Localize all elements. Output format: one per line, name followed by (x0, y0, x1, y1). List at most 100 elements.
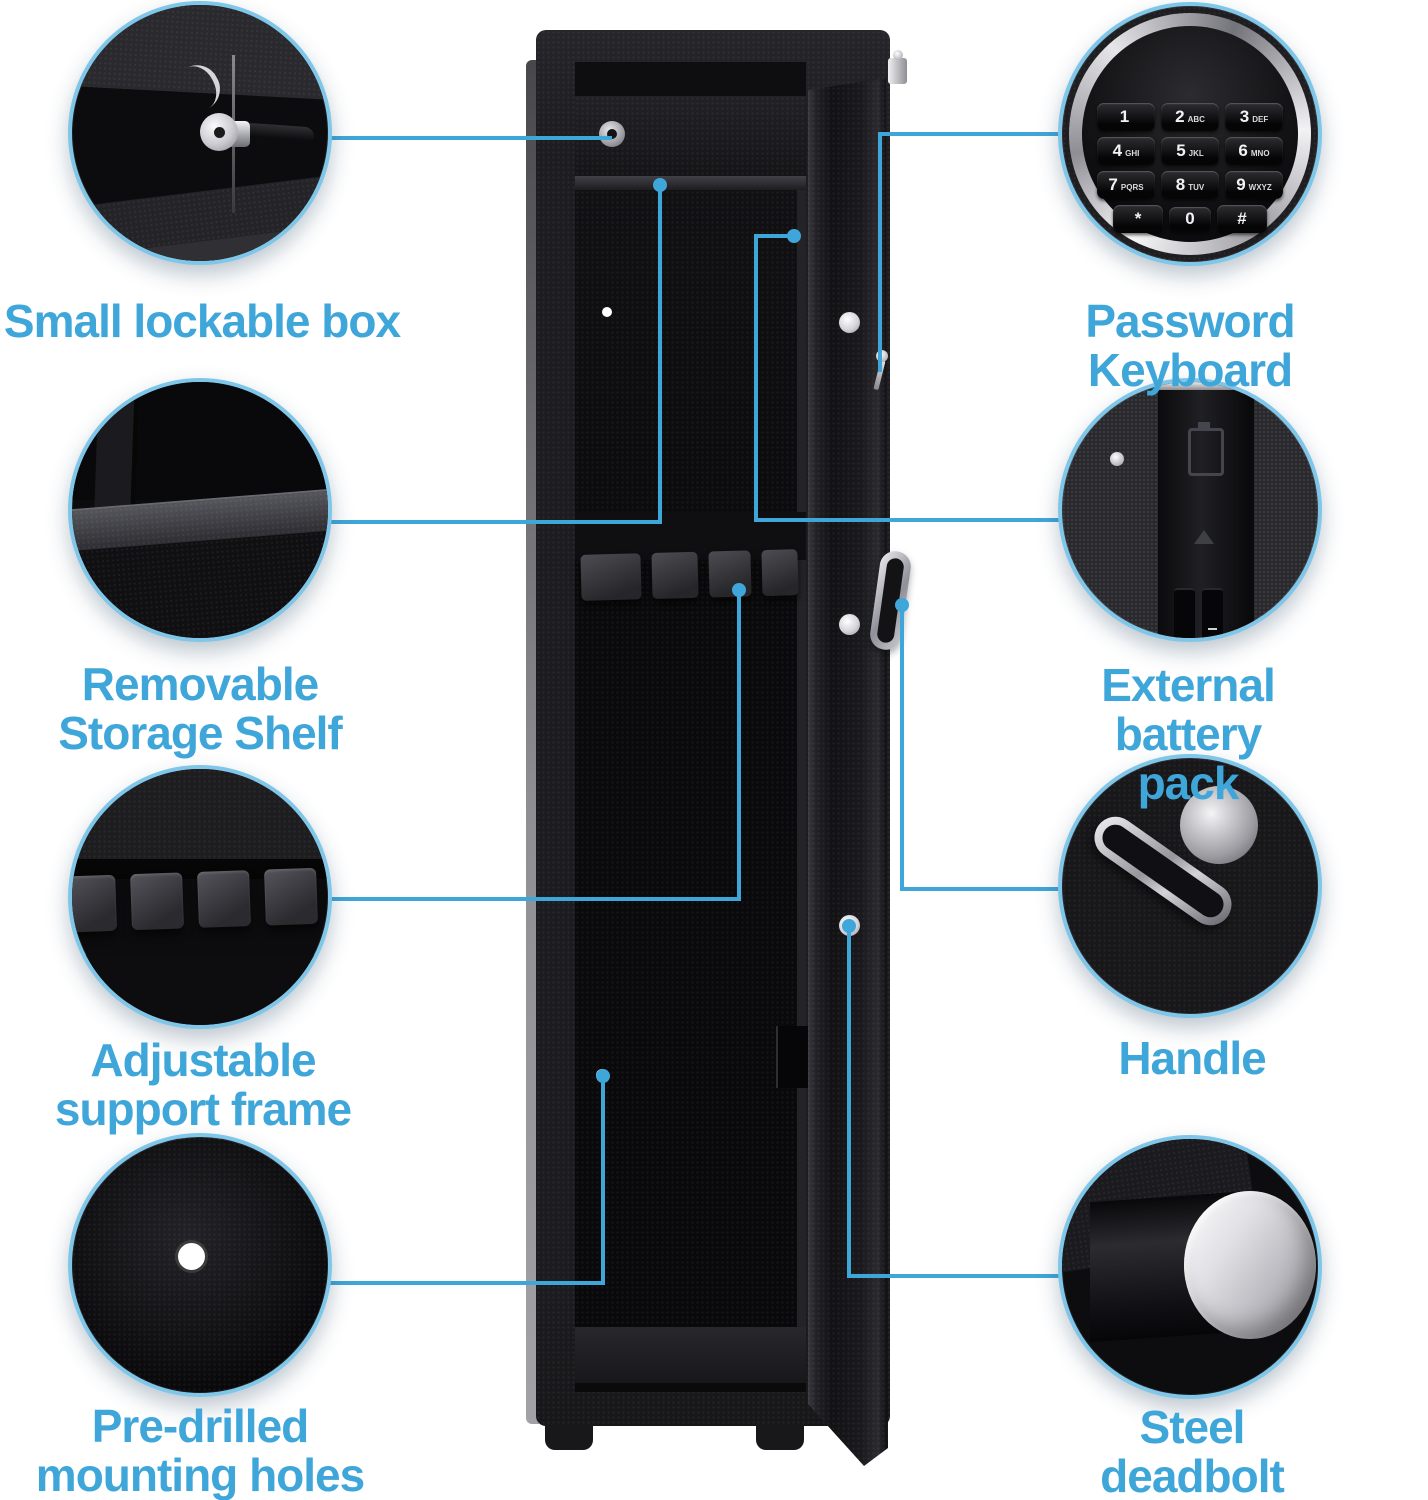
frame-lower-area (72, 955, 328, 1025)
feature-label-mounting-holes: Pre-drilled mounting holes (35, 1400, 365, 1500)
callout-circle-removable-shelf (68, 378, 332, 642)
foam-block (651, 551, 699, 599)
removable-shelf-edge (575, 176, 806, 190)
feature-label-small-lockable-box: Small lockable box (3, 295, 401, 347)
callout-line-frame-h (330, 897, 741, 901)
callout-circle-adjustable-frame (68, 765, 332, 1029)
deadbolt-chrome-face-icon (1184, 1191, 1316, 1339)
safe-foot (756, 1424, 804, 1450)
feature-label-removable-shelf: Removable Storage Shelf (58, 658, 343, 759)
callout-line-deadbolt-h (847, 1274, 1060, 1278)
key-letters: TUV (1188, 183, 1205, 192)
screw-icon (1110, 452, 1124, 466)
feature-label-battery-pack: External battery pack (1101, 659, 1276, 809)
foam-block (263, 867, 318, 926)
callout-line-handle-v (900, 604, 904, 891)
battery-compartment-cap (1158, 382, 1254, 390)
foam-support-blocks (72, 865, 332, 933)
safe-cavity (575, 190, 806, 1327)
battery-terminal-mark (1208, 628, 1217, 630)
texture-overlay (72, 769, 328, 865)
foam-block (197, 870, 251, 928)
foam-block (331, 865, 332, 923)
battery-cells (1174, 588, 1223, 638)
key-num: 5 (1176, 141, 1186, 160)
callout-line-keypad-h (878, 132, 1060, 136)
callout-dot-frame (732, 583, 746, 597)
foam-block (761, 549, 799, 597)
callout-dot-battery (787, 229, 801, 243)
callout-dot-holes (596, 1069, 610, 1083)
door-hinge-pin-icon (893, 50, 903, 60)
texture-overlay (575, 190, 806, 1327)
deadbolt-icon (839, 312, 860, 333)
battery-terminal-mark (1180, 640, 1189, 642)
key-num: # (1237, 209, 1247, 228)
foam-block (130, 872, 185, 931)
safe-floor-sill (575, 1383, 806, 1392)
feature-label-adjustable-frame: Adjustable support frame (54, 1034, 352, 1135)
keypad-key-0: 0 (1169, 207, 1211, 231)
callout-line-battery-v (754, 234, 758, 522)
battery-symbol-nub (1198, 422, 1210, 428)
safe-floor (575, 1327, 806, 1385)
barrel-rest-foam-blocks (580, 549, 799, 601)
key-letters: ABC (1187, 115, 1205, 124)
handle-escutcheon-icon (1180, 786, 1258, 864)
callout-line-handle-h (900, 887, 1060, 891)
callout-line-shelf-h (330, 520, 662, 524)
callout-circle-mounting-holes (68, 1133, 332, 1397)
battery-symbol-icon (1188, 428, 1224, 476)
key-num: 8 (1175, 175, 1186, 194)
key-letters: JKL (1188, 149, 1204, 158)
key-num: 1 (1119, 107, 1130, 126)
door-lock-bracket (776, 1026, 808, 1088)
frame-upper-panel (72, 769, 328, 865)
back-panel-hole (602, 307, 612, 317)
key-letters: DEF (1252, 115, 1269, 124)
callout-line-shelf-v (658, 184, 662, 524)
feature-label-handle: Handle (1118, 1032, 1266, 1084)
door-hinge-icon (888, 58, 907, 84)
callout-line-battery-h2 (754, 518, 1060, 522)
callout-circle-battery-pack (1058, 378, 1322, 642)
key-num: 0 (1185, 209, 1195, 228)
key-letters: MNO (1250, 149, 1270, 158)
callout-line-lockbox (330, 136, 612, 140)
callout-dot-shelf (653, 178, 667, 192)
foam-block (72, 874, 118, 933)
callout-line-holes-h (330, 1281, 605, 1285)
key-num: 7 (1108, 175, 1118, 194)
key-num: 3 (1239, 107, 1250, 126)
callout-line-deadbolt-v (847, 926, 851, 1278)
key-num: * (1134, 209, 1142, 228)
safe-left-side-panel (526, 60, 539, 1424)
cam-lock-keyhole-icon (214, 127, 225, 138)
battery-cell-icon (1174, 588, 1195, 638)
mounting-hole-icon (178, 1243, 205, 1270)
callout-line-holes-v (601, 1076, 605, 1285)
callout-line-keypad-v (878, 132, 882, 372)
safe-opening-top (575, 62, 806, 96)
key-letters: WXYZ (1248, 183, 1272, 192)
callout-circle-small-lockable-box (68, 1, 332, 265)
key-letters: GHI (1125, 149, 1140, 158)
keypad-key-star: * (1113, 205, 1163, 233)
keypad-key-1: 1 (1097, 103, 1155, 131)
callout-line-battery-h1 (754, 234, 796, 238)
safe-foot (545, 1424, 593, 1450)
key-num: 6 (1238, 141, 1248, 160)
key-num: 9 (1236, 175, 1246, 194)
key-num: 4 (1112, 141, 1123, 160)
feature-label-password-keyboard: Password Keyboard (1085, 295, 1295, 396)
deadbolt-icon (839, 614, 860, 635)
callout-dot-handle (895, 598, 909, 612)
